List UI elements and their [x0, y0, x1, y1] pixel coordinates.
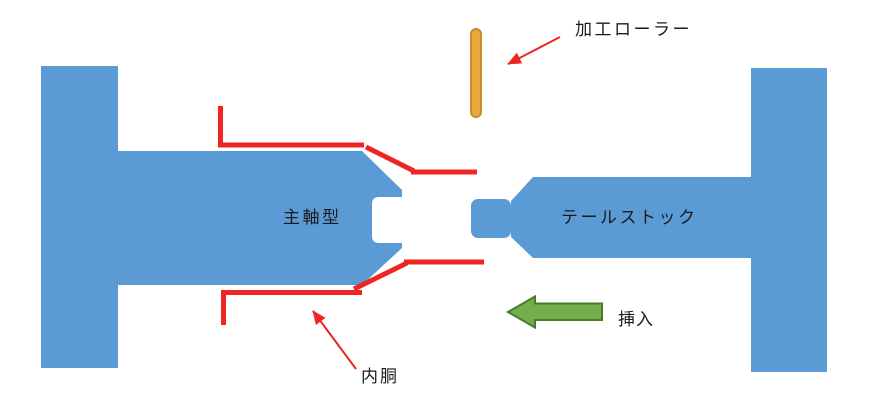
insertion-label: 挿入 — [618, 310, 654, 329]
tailstock-label: テールストック — [561, 208, 698, 227]
inner-cylinder-label: 内胴 — [361, 367, 399, 386]
tailstock-faceplate-shape — [751, 68, 827, 372]
spindle-die-label: 主軸型 — [283, 208, 342, 227]
spindle-die-shape — [118, 151, 402, 285]
processing-roller-label: 加工ローラー — [575, 20, 692, 39]
inner-cylinder-bottom-taper-line — [352, 260, 409, 292]
processing-roller-shape — [470, 28, 482, 118]
inner-cylinder-top-taper-line — [364, 144, 416, 174]
inner-cylinder-pointer-arrow — [312, 310, 357, 370]
spindle-faceplate-shape — [41, 66, 118, 368]
insertion-arrow-shape — [505, 294, 603, 330]
roller-pointer-arrow — [507, 36, 561, 65]
tailstock-tip-shape — [471, 199, 511, 238]
tailstock-shaft-shape — [511, 177, 762, 258]
